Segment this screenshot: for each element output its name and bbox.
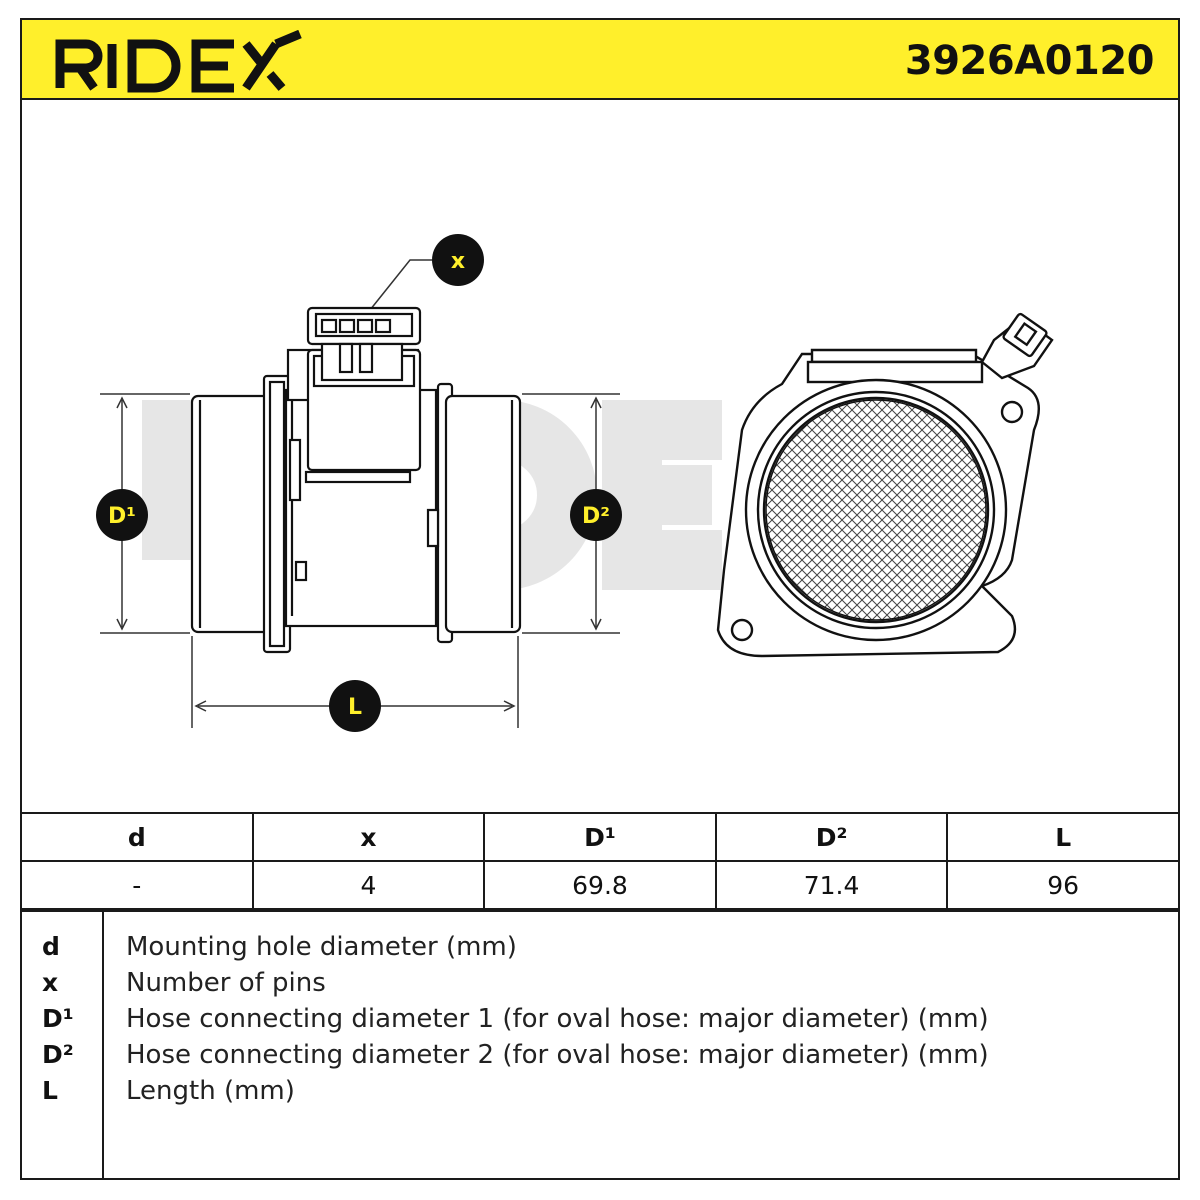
legend-text: Hose connecting diameter 2 (for oval hos… bbox=[126, 1040, 989, 1070]
value-d2: 71.4 bbox=[714, 860, 949, 910]
pin-callout-leader bbox=[361, 259, 432, 321]
technical-drawing: D¹ D² L x bbox=[96, 234, 1054, 732]
legend-row: D¹ Hose connecting diameter 1 (for oval … bbox=[22, 1004, 1178, 1040]
d1-callout-label: D¹ bbox=[108, 504, 136, 529]
legend-text: Number of pins bbox=[126, 968, 326, 998]
sensor-side-view bbox=[190, 306, 522, 654]
legend-key: D² bbox=[42, 1040, 74, 1069]
header-x: x bbox=[251, 812, 486, 862]
d2-callout bbox=[570, 489, 622, 541]
spec-table: d x D¹ D² L - 4 69.8 71.4 96 bbox=[20, 812, 1180, 910]
sensor-mesh-screen bbox=[765, 399, 987, 621]
x-callout-label: x bbox=[451, 249, 465, 274]
spec-table-header: d x D¹ D² L bbox=[20, 812, 1180, 862]
legend-key: x bbox=[42, 968, 59, 997]
value-x: 4 bbox=[251, 860, 486, 910]
legend-row: D² Hose connecting diameter 2 (for oval … bbox=[22, 1040, 1178, 1076]
legend-row: L Length (mm) bbox=[22, 1076, 1178, 1112]
part-number: 3926A0120 bbox=[904, 38, 1155, 84]
l-callout bbox=[329, 680, 381, 732]
l-callout-label: L bbox=[348, 695, 362, 720]
legend-key: L bbox=[42, 1076, 58, 1105]
legend-row: x Number of pins bbox=[22, 968, 1178, 1004]
header-d1: D¹ bbox=[483, 812, 717, 862]
value-d: - bbox=[20, 860, 254, 910]
legend-text: Length (mm) bbox=[126, 1076, 295, 1106]
value-l: 96 bbox=[946, 860, 1180, 910]
legend-divider bbox=[102, 912, 104, 1180]
x-callout bbox=[432, 234, 484, 286]
legend-text: Hose connecting diameter 1 (for oval hos… bbox=[126, 1004, 989, 1034]
spec-table-values: - 4 69.8 71.4 96 bbox=[20, 860, 1180, 910]
header-bar: 3926A0120 bbox=[20, 18, 1180, 100]
header-d2: D² bbox=[714, 812, 949, 862]
header-d: d bbox=[20, 812, 254, 862]
header-l: L bbox=[946, 812, 1180, 862]
legend-text: Mounting hole diameter (mm) bbox=[126, 932, 517, 962]
legend-key: D¹ bbox=[42, 1004, 74, 1033]
d2-callout-label: D² bbox=[582, 504, 610, 529]
ridex-logo bbox=[55, 30, 302, 93]
value-d1: 69.8 bbox=[483, 860, 717, 910]
legend-row: d Mounting hole diameter (mm) bbox=[22, 932, 1178, 968]
legend: d Mounting hole diameter (mm) x Number o… bbox=[20, 910, 1180, 1180]
d1-callout bbox=[96, 489, 148, 541]
legend-key: d bbox=[42, 932, 60, 961]
